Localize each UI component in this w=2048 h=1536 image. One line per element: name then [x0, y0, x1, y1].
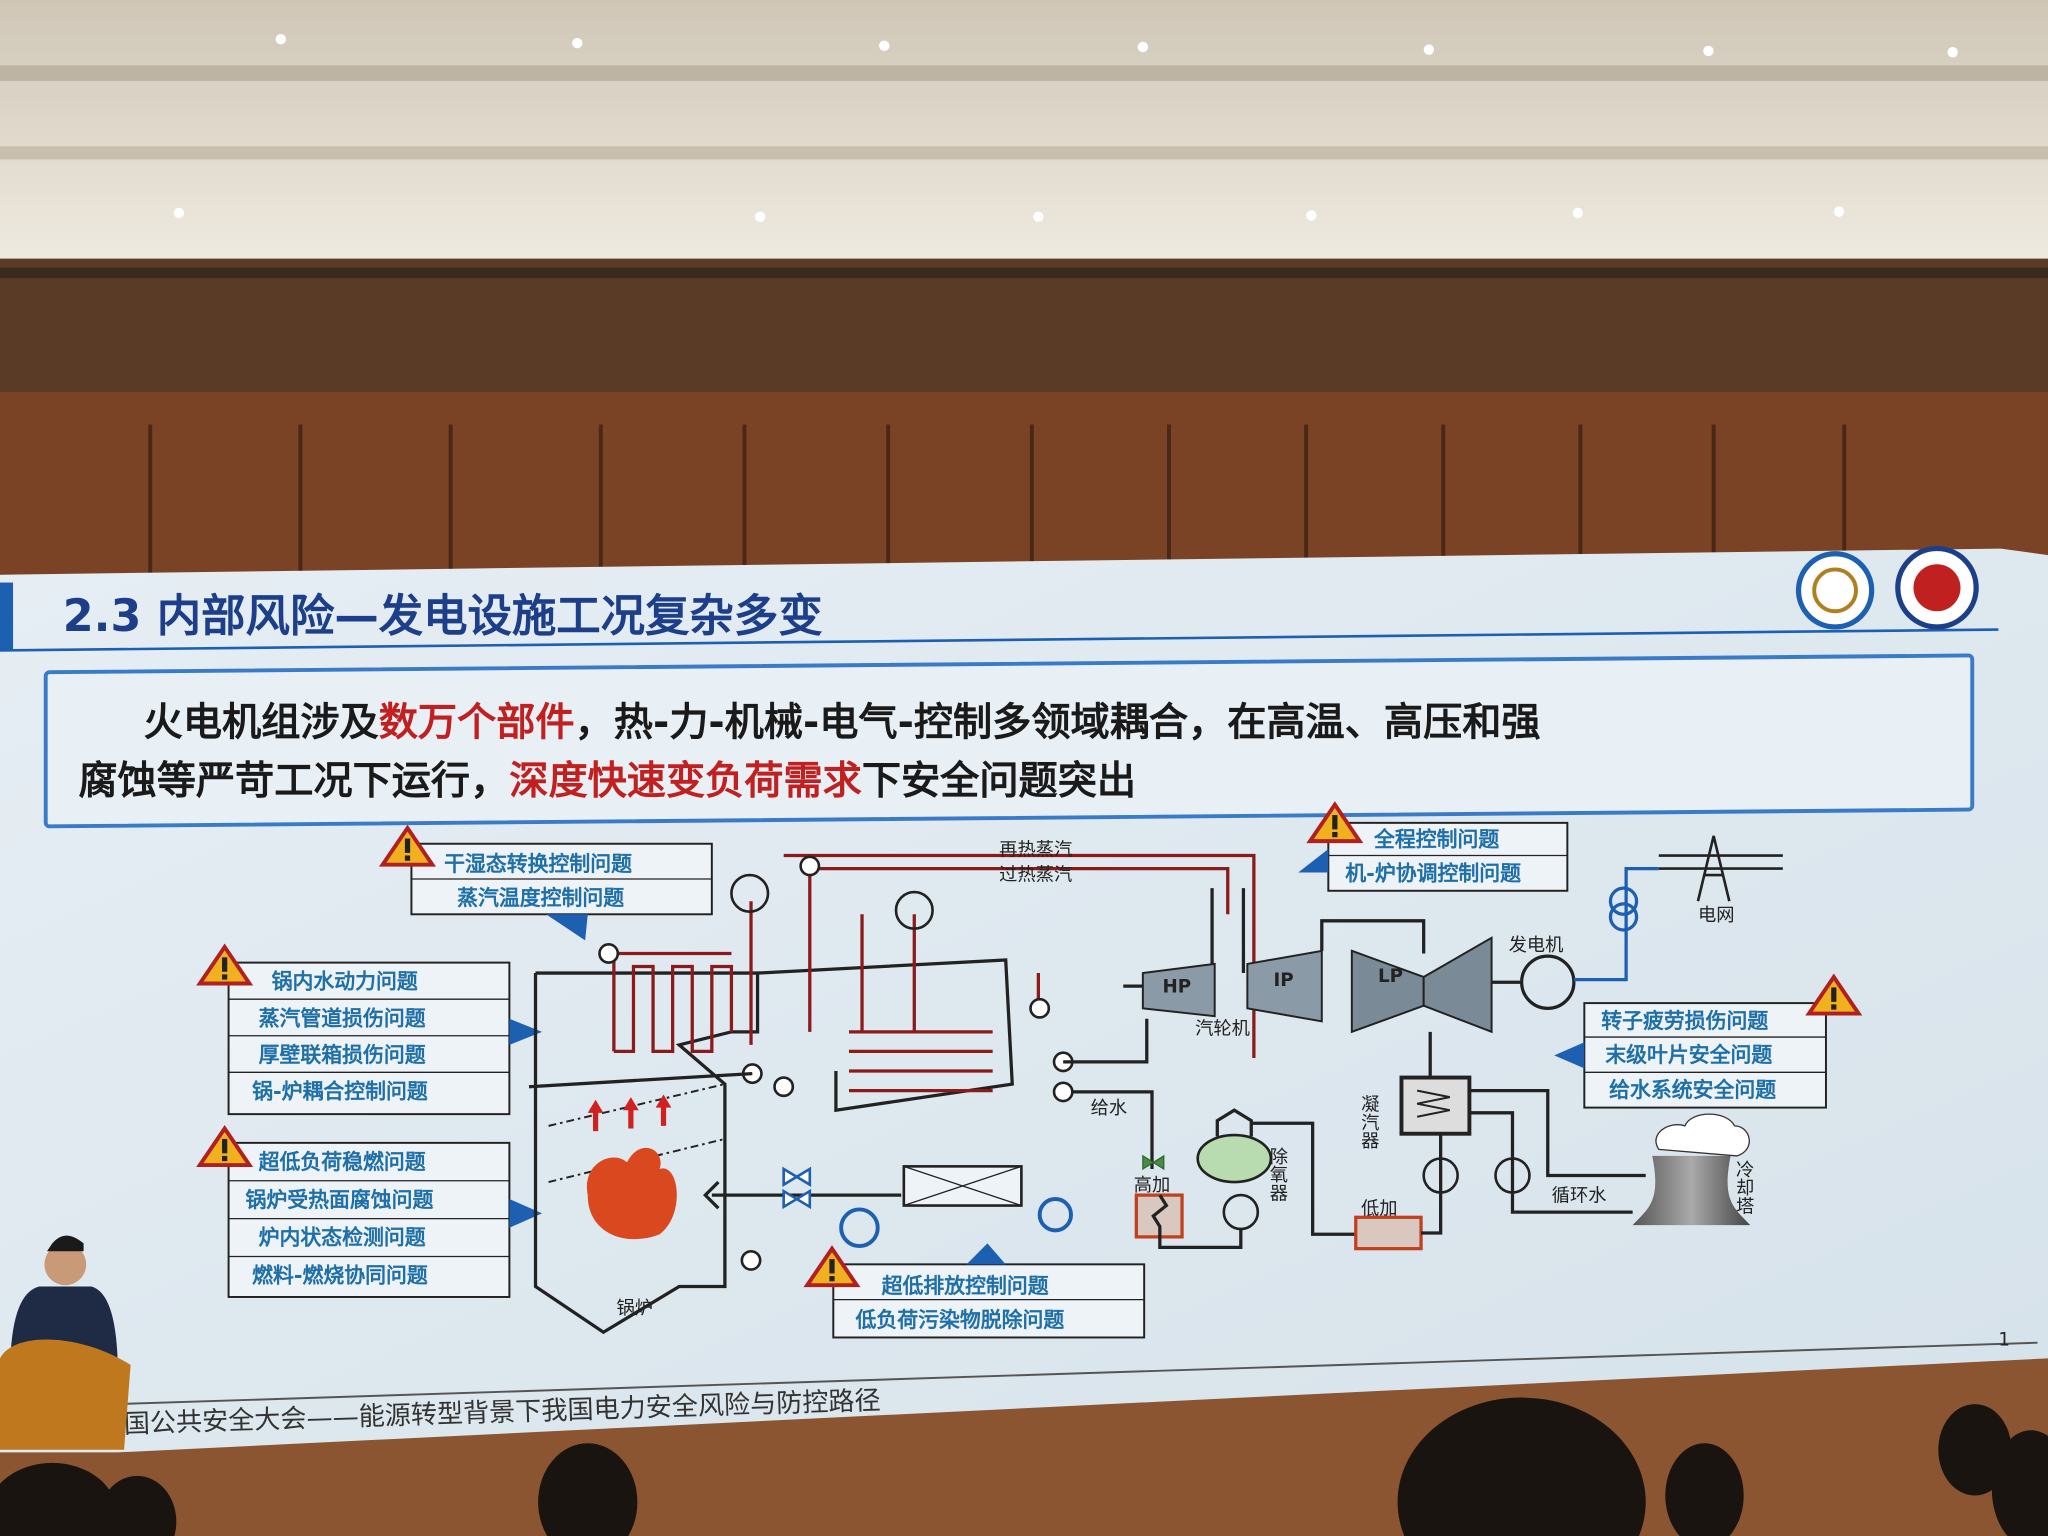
intro-line-1: 火电机组涉及数万个部件，热-力-机械-电气-控制多领域耦合，在高温、高压和强 [144, 700, 1541, 745]
svg-text:再热蒸汽: 再热蒸汽 [999, 840, 1072, 861]
svg-text:末级叶片安全问题: 末级叶片安全问题 [1605, 1043, 1772, 1067]
condenser-icon [1399, 1075, 1472, 1136]
wall-band [0, 258, 2048, 396]
svg-text:冷却塔: 冷却塔 [1733, 1160, 1754, 1215]
svg-text:低加: 低加 [1361, 1199, 1398, 1220]
svg-text:炉内状态检测问题: 炉内状态检测问题 [259, 1226, 426, 1250]
logos [1795, 545, 1979, 630]
svg-text:超低排放控制问题: 超低排放控制问题 [882, 1274, 1049, 1298]
svg-text:电网: 电网 [1698, 905, 1735, 926]
turbine-diagram: HP IP LP 汽轮机 发电机 电网 [1063, 835, 1783, 1064]
problem-group-steam-control: 干湿态转换控制问题 蒸汽温度控制问题 [380, 826, 713, 941]
deaerator-icon [1196, 1133, 1273, 1184]
svg-text:蒸汽温度控制问题: 蒸汽温度控制问题 [457, 886, 624, 910]
page-number: 1 [1998, 1329, 2010, 1350]
intro-box [43, 653, 1975, 829]
svg-text:汽轮机: 汽轮机 [1195, 1018, 1250, 1039]
cooling-tower-icon [1632, 1155, 1751, 1226]
speaker [0, 1235, 131, 1450]
svg-text:锅内水动力问题: 锅内水动力问题 [272, 970, 418, 994]
svg-text:给水系统安全问题: 给水系统安全问题 [1609, 1078, 1776, 1102]
problem-group-combustion: 超低负荷稳燃问题 锅炉受热面腐蚀问题 炉内状态检测问题 燃料-燃烧协同问题 [197, 1126, 543, 1298]
svg-text:厚壁联箱损伤问题: 厚壁联箱损伤问题 [259, 1043, 426, 1067]
problem-group-emission: 超低排放控制问题 低负荷污染物脱除问题 [805, 1243, 1146, 1339]
svg-text:高加: 高加 [1134, 1175, 1171, 1196]
svg-text:低负荷污染物脱除问题: 低负荷污染物脱除问题 [855, 1308, 1065, 1332]
svg-text:过热蒸汽: 过热蒸汽 [999, 864, 1072, 885]
svg-text:锅炉受热面腐蚀问题: 锅炉受热面腐蚀问题 [246, 1188, 434, 1212]
problem-group-boiler-water: 锅内水动力问题 蒸汽管道损伤问题 厚壁联箱损伤问题 锅-炉耦合控制问题 [197, 944, 543, 1116]
svg-text:机-炉协调控制问题: 机-炉协调控制问题 [1345, 861, 1521, 885]
flame-icon [586, 1147, 677, 1240]
boiler-diagram: 锅炉 再热蒸汽 过热蒸汽 [528, 840, 1256, 1335]
svg-text:循环水: 循环水 [1552, 1186, 1607, 1207]
slide-title: 2.3 内部风险—发电设施工况复杂多变 [63, 591, 823, 642]
ceiling [0, 0, 2048, 262]
svg-text:IP: IP [1273, 970, 1293, 991]
svg-text:锅-炉耦合控制问题: 锅-炉耦合控制问题 [252, 1079, 428, 1103]
flower-arrangement [0, 1339, 131, 1450]
svg-text:蒸汽管道损伤问题: 蒸汽管道损伤问题 [259, 1006, 426, 1030]
svg-text:除氧器: 除氧器 [1267, 1147, 1288, 1202]
svg-text:全程控制问题: 全程控制问题 [1373, 827, 1499, 851]
heat-arrows [587, 1094, 672, 1132]
svg-text:干湿态转换控制问题: 干湿态转换控制问题 [444, 852, 632, 876]
svg-text:凝汽器: 凝汽器 [1358, 1095, 1379, 1150]
svg-text:LP: LP [1378, 966, 1403, 987]
svg-text:HP: HP [1162, 977, 1191, 998]
grid-tower-icon [1658, 835, 1783, 902]
problem-group-coordination: 全程控制问题 机-炉协调控制问题 [1298, 802, 1569, 892]
title-accent [0, 582, 14, 651]
svg-text:转子疲劳损伤问题: 转子疲劳损伤问题 [1601, 1009, 1768, 1033]
slide: 2.3 内部风险—发电设施工况复杂多变 火电机组涉及数万个部件，热-力-机械-电… [0, 545, 2048, 1453]
svg-text:发电机: 发电机 [1509, 935, 1564, 956]
svg-text:燃料-燃烧协同问题: 燃料-燃烧协同问题 [252, 1264, 428, 1288]
svg-text:锅炉: 锅炉 [616, 1298, 653, 1319]
svg-text:给水: 给水 [1091, 1098, 1128, 1119]
problem-group-turbine: 转子疲劳损伤问题 末级叶片安全问题 给水系统安全问题 [1554, 975, 1861, 1109]
audience [0, 1397, 2048, 1536]
intro-line-2: 腐蚀等严苛工况下运行，深度快速变负荷需求下安全问题突出 [78, 759, 1136, 804]
svg-text:超低负荷稳燃问题: 超低负荷稳燃问题 [259, 1150, 426, 1174]
water-cycle-diagram: 给水 高加 除氧器 低加 凝汽器 循环水 冷却塔 [1071, 1031, 1754, 1251]
generator-icon [1519, 954, 1576, 1010]
